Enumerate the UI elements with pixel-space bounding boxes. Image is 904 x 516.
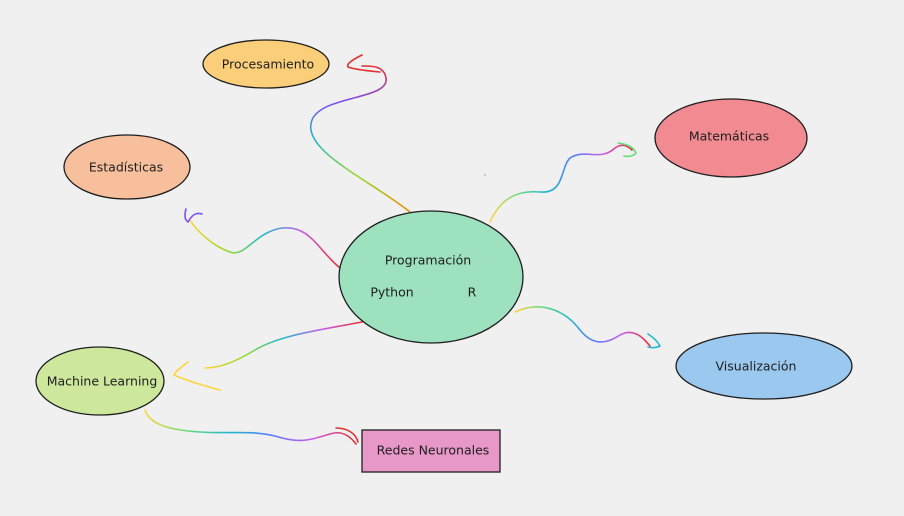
arrowhead-procesamiento	[346, 54, 381, 73]
node-estadisticas-label: Estadísticas	[89, 160, 163, 175]
node-central-language-r: R	[468, 285, 477, 300]
arrowhead-visualizacion	[647, 333, 661, 349]
node-central-shape	[338, 210, 524, 344]
node-redes-neuronales[interactable]: Redes Neuronales	[361, 429, 501, 473]
connector-machinelearning-redesneuronales	[144, 409, 357, 445]
node-machine-learning-shape	[35, 346, 165, 416]
node-central-language-python: Python	[370, 285, 413, 300]
node-central-title: Programación	[385, 253, 471, 268]
node-machine-learning-label: Machine Learning	[47, 374, 158, 389]
arrowhead-matematicas	[617, 142, 637, 158]
arrowhead-machinelearning	[173, 361, 221, 391]
arrowhead-redesneuronales	[335, 427, 359, 443]
node-visualizacion[interactable]: Visualización	[675, 332, 853, 400]
node-procesamiento-shape	[202, 39, 330, 89]
arrowhead-estadisticas	[184, 208, 203, 223]
node-machine-learning[interactable]: Machine Learning	[35, 346, 165, 416]
node-estadisticas[interactable]: Estadísticas	[63, 134, 191, 200]
node-visualizacion-shape	[675, 332, 853, 400]
node-matematicas-shape	[654, 98, 808, 178]
canvas-speck	[484, 174, 486, 176]
node-redes-neuronales-label: Redes Neuronales	[377, 443, 490, 458]
connectors	[144, 54, 661, 445]
node-redes-neuronales-shape	[361, 429, 501, 473]
node-central-programacion[interactable]: Programación Python R	[338, 210, 524, 344]
node-visualizacion-label: Visualización	[716, 359, 797, 374]
node-matematicas-label: Matemáticas	[689, 129, 769, 144]
node-procesamiento-label: Procesamiento	[222, 57, 314, 72]
node-matematicas[interactable]: Matemáticas	[654, 98, 808, 178]
connector-programacion-visualizacion	[514, 306, 651, 347]
connector-programacion-machinelearning	[204, 321, 363, 369]
connector-programacion-matematicas	[489, 144, 633, 223]
connector-programacion-procesamiento	[309, 65, 411, 213]
connector-programacion-estadisticas	[189, 219, 341, 269]
node-procesamiento[interactable]: Procesamiento	[202, 39, 330, 89]
node-estadisticas-shape	[63, 134, 191, 200]
